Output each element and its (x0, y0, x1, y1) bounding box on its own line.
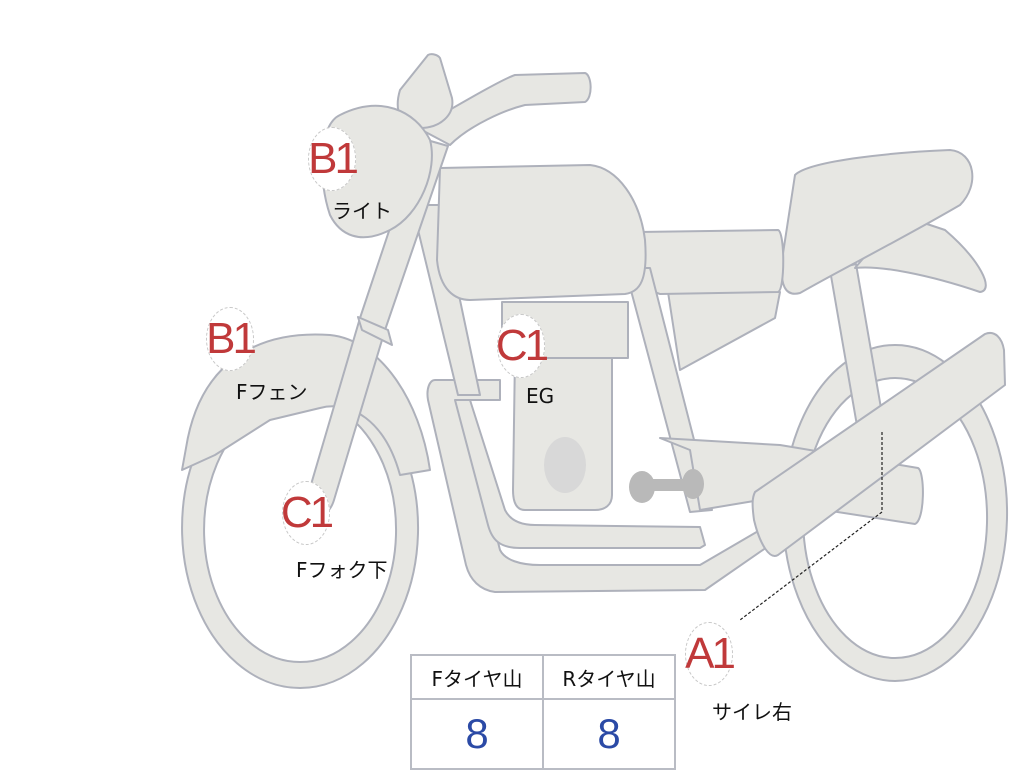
rear-tread-header: Rタイヤ山 (542, 654, 676, 700)
marker-label-engine: EG (526, 384, 555, 408)
front-tread-value: 8 (410, 698, 544, 770)
marker-label-front-fender: Fフェン (236, 380, 308, 404)
foot-peg (629, 469, 704, 503)
tire-tread-table: Fタイヤ山 Rタイヤ山 8 8 (410, 654, 676, 770)
marker-code: C1 (495, 321, 549, 370)
marker-code: C1 (280, 488, 334, 537)
fork-boot (357, 316, 393, 346)
marker-label-silencer-right: サイレ右 (712, 700, 792, 724)
damage-marker-headlight[interactable]: B1 (308, 127, 359, 191)
marker-label-headlight: ライト (332, 199, 392, 223)
damage-marker-front-fork-lower[interactable]: C1 (280, 481, 334, 545)
front-tread-header: Fタイヤ山 (410, 654, 544, 700)
marker-code: A1 (685, 629, 736, 678)
fuel-tank (436, 164, 647, 301)
rear-wheel (782, 344, 1008, 682)
marker-code: B1 (206, 314, 257, 363)
damage-marker-engine[interactable]: C1 (495, 314, 549, 378)
frame-bar (637, 229, 785, 295)
marker-label-front-fork-lower: Fフォク下 (296, 558, 388, 582)
muffler (751, 332, 1006, 557)
engine-cover (544, 437, 586, 493)
exhaust-pipe-upper (454, 399, 706, 549)
frame-downtube (411, 204, 481, 396)
damage-marker-front-fender[interactable]: B1 (206, 307, 257, 371)
marker-code: B1 (308, 134, 359, 183)
side-panel (667, 291, 781, 371)
engine (512, 354, 613, 511)
handlebar (417, 72, 592, 146)
leader-line-a1 (739, 432, 883, 621)
damage-marker-silencer-right[interactable]: A1 (685, 622, 736, 686)
seat (780, 149, 974, 295)
rear-tread-value: 8 (542, 698, 676, 770)
